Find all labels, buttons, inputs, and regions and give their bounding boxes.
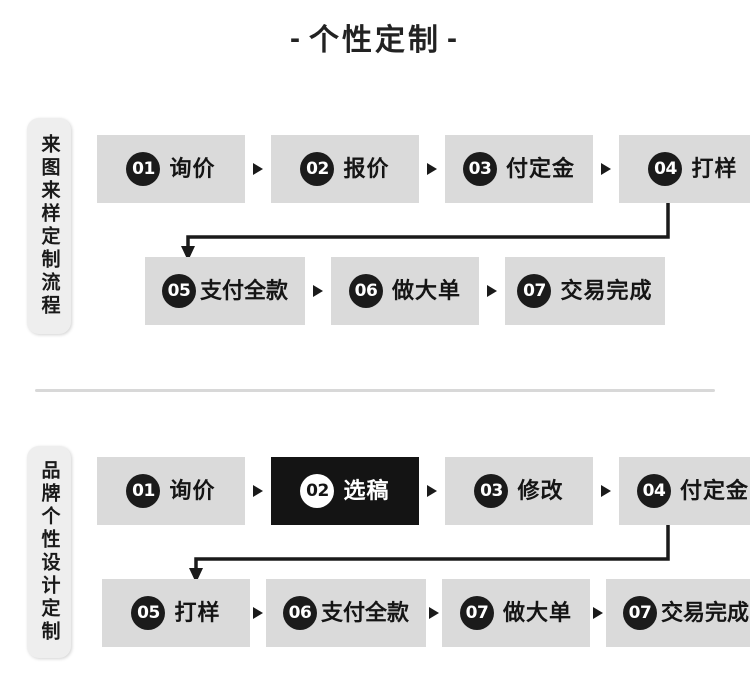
flow-step[interactable]: 07 做大单: [442, 579, 590, 647]
step-arrow-icon: [593, 457, 619, 525]
flow-row: 01 询价 02 报价 03 付定金 04 打样: [97, 135, 750, 203]
step-label: 付定金: [679, 478, 749, 503]
step-label: 支付全款: [199, 278, 288, 303]
flow-step[interactable]: 07 交易完成: [505, 257, 665, 325]
flow-step[interactable]: 05 打样: [102, 579, 250, 647]
section-tab-label: 品牌个性设计定制: [38, 460, 60, 644]
step-label: 做大单: [502, 600, 572, 625]
flow-row: 01 询价 02 选稿 03 修改 04 付定金: [97, 457, 750, 525]
flow-step[interactable]: 04 打样: [619, 135, 750, 203]
step-arrow-icon: [419, 457, 445, 525]
step-label: 交易完成: [660, 600, 749, 625]
flow-step-active[interactable]: 02 选稿: [271, 457, 419, 525]
step-number-badge: 06: [282, 596, 317, 630]
page-title: -个性定制-: [0, 0, 750, 56]
title-dash-right: -: [447, 22, 460, 55]
step-label: 付定金: [505, 156, 575, 181]
title-text: 个性定制: [309, 24, 441, 57]
step-label: 选稿: [343, 478, 390, 503]
flow-section-brand-custom-design: 品牌个性设计定制 01 询价 02 选稿 03 修改 04 付定金 05 打样: [0, 440, 750, 672]
step-number-badge: 03: [474, 474, 509, 508]
flow-step[interactable]: 05 支付全款: [145, 257, 305, 325]
section-vertical-tab: 来图来样定制流程: [27, 118, 71, 334]
step-number-badge: 07: [459, 596, 494, 630]
step-label: 打样: [691, 156, 738, 181]
step-number-badge: 06: [348, 274, 383, 308]
step-label: 修改: [517, 478, 564, 503]
step-label: 打样: [174, 600, 221, 625]
step-label: 支付全款: [320, 600, 409, 625]
step-label: 询价: [169, 156, 216, 181]
section-divider: [35, 389, 715, 392]
step-arrow-icon: [479, 257, 505, 325]
step-number-badge: 07: [517, 274, 552, 308]
section-tab-label: 来图来样定制流程: [38, 134, 60, 318]
step-number-badge: 04: [648, 152, 683, 186]
step-number-badge: 05: [131, 596, 166, 630]
step-number-badge: 03: [462, 152, 497, 186]
flow-step[interactable]: 02 报价: [271, 135, 419, 203]
flow-step[interactable]: 03 修改: [445, 457, 593, 525]
step-label: 交易完成: [560, 278, 653, 303]
step-label: 询价: [169, 478, 216, 503]
step-arrow-icon: [593, 135, 619, 203]
step-arrow-icon: [245, 457, 271, 525]
step-arrow-icon: [426, 579, 442, 647]
step-arrow-icon: [419, 135, 445, 203]
step-number-badge: 04: [636, 474, 671, 508]
flow-step[interactable]: 06 支付全款: [266, 579, 426, 647]
step-number-badge: 05: [161, 274, 196, 308]
step-arrow-icon: [250, 579, 266, 647]
flow-section-custom-from-sample: 来图来样定制流程 01 询价 02 报价 03 付定金 04 打样 05 支付全…: [0, 112, 750, 352]
step-number-badge: 01: [126, 474, 161, 508]
step-arrow-icon: [590, 579, 606, 647]
flow-step[interactable]: 03 付定金: [445, 135, 593, 203]
step-arrow-icon: [245, 135, 271, 203]
step-label: 报价: [343, 156, 390, 181]
flow-step[interactable]: 01 询价: [97, 135, 245, 203]
flow-step[interactable]: 01 询价: [97, 457, 245, 525]
title-dash-left: -: [290, 22, 303, 55]
step-arrow-icon: [305, 257, 331, 325]
flow-step[interactable]: 07 交易完成: [606, 579, 750, 647]
flow-step[interactable]: 06 做大单: [331, 257, 479, 325]
flow-row: 05 支付全款 06 做大单 07 交易完成: [145, 257, 665, 325]
step-label: 做大单: [391, 278, 461, 303]
section-vertical-tab: 品牌个性设计定制: [27, 446, 71, 658]
step-number-badge: 02: [300, 474, 335, 508]
flow-row: 05 打样 06 支付全款 07 做大单 07 交易完成: [102, 579, 750, 647]
step-number-badge: 02: [300, 152, 335, 186]
step-number-badge: 01: [126, 152, 161, 186]
flow-step[interactable]: 04 付定金: [619, 457, 750, 525]
step-number-badge: 07: [622, 596, 657, 630]
